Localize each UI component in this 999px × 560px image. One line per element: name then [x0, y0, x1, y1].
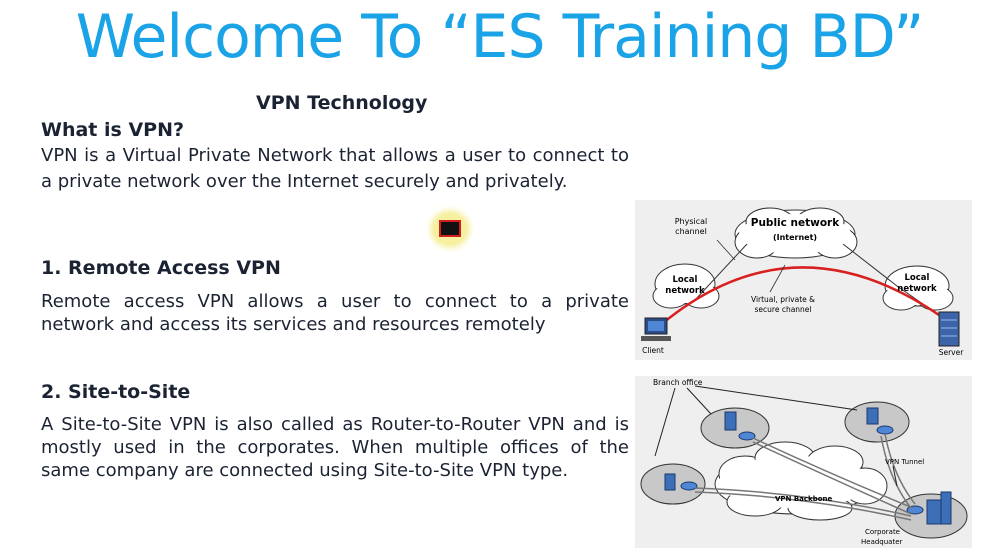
virtual-channel-label-2: secure channel	[755, 305, 812, 314]
public-network-label: Public network	[751, 217, 840, 229]
corporate-label-2: Headquater	[861, 538, 903, 546]
physical-channel-label-2: channel	[675, 227, 707, 236]
screen-record-icon[interactable]	[433, 213, 467, 245]
vpn-tunnel-lines	[694, 433, 916, 521]
virtual-channel-label-1: Virtual, private &	[751, 295, 815, 304]
vpn-backbone-cloud	[714, 441, 888, 521]
local-network-right-label-2: network	[897, 284, 937, 294]
site-to-site-vpn-diagram: Branch office VPN Tunnel VPN Backbone Co…	[635, 376, 972, 548]
public-network-cloud	[734, 207, 858, 259]
physical-channel-label-1: Physical	[675, 217, 708, 226]
vpn-tunnel-label: VPN Tunnel	[885, 458, 924, 466]
remote-access-vpn-diagram: Physical channel Public network (Interne…	[635, 200, 972, 360]
building-icon	[664, 407, 952, 525]
section-heading-what-is-vpn: What is VPN?	[41, 119, 184, 141]
router-icon	[680, 425, 924, 515]
section-heading-site-to-site: 2. Site-to-Site	[41, 381, 191, 403]
server-label: Server	[939, 348, 965, 357]
vpn-backbone-label: VPN Backbone	[775, 495, 833, 503]
slide-subtitle: VPN Technology	[256, 92, 428, 114]
section-text-what-is-vpn: VPN is a Virtual Private Network that al…	[41, 145, 629, 192]
branch-office-arrows	[654, 385, 898, 487]
local-network-right-label-1: Local	[905, 273, 930, 283]
branch-office-label: Branch office	[653, 378, 703, 387]
section-heading-remote-access: 1. Remote Access VPN	[41, 257, 281, 279]
client-label: Client	[642, 346, 664, 355]
internet-label: (Internet)	[773, 233, 817, 242]
slide-title: Welcome To “ES Training BD”	[75, 2, 925, 72]
server-icon	[938, 311, 960, 347]
local-network-left-label-1: Local	[673, 275, 698, 285]
section-text-remote-access: Remote access VPN allows a user to conne…	[41, 291, 629, 335]
local-network-right-cloud	[882, 265, 954, 311]
corporate-label-1: Corporate	[865, 528, 900, 536]
client-computer-icon	[641, 317, 671, 341]
section-text-site-to-site: A Site-to-Site VPN is also called as Rou…	[41, 414, 629, 481]
vpn-channel-line	[656, 266, 950, 329]
local-network-left-label-2: network	[665, 286, 705, 296]
